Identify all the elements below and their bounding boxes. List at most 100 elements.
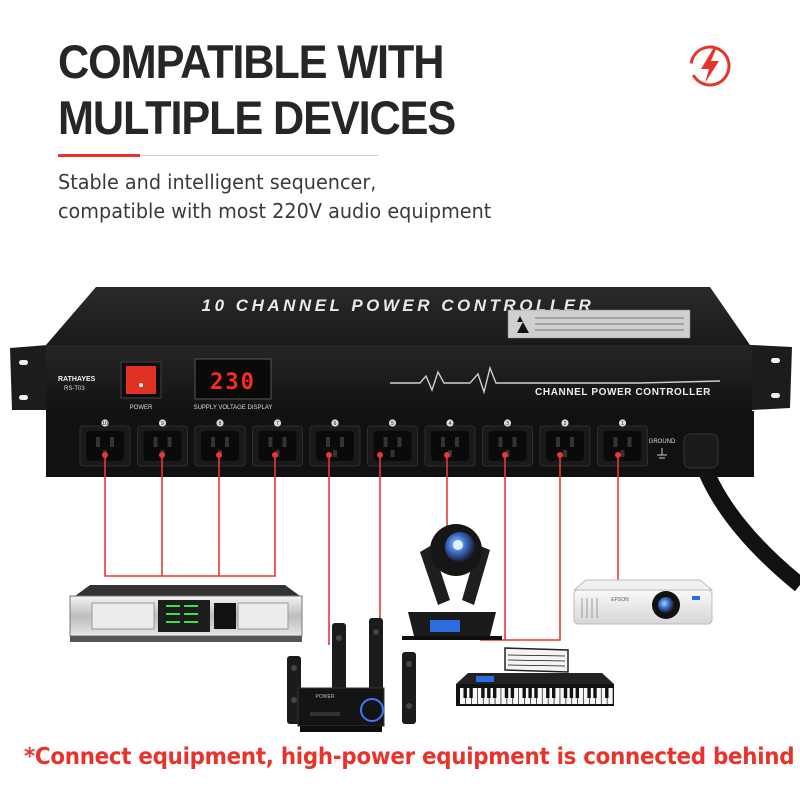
power-label: POWER (130, 405, 153, 411)
white-key (589, 688, 595, 704)
white-key (572, 688, 578, 704)
white-key (542, 688, 548, 704)
outlet-number-badge (216, 419, 224, 427)
white-key (536, 688, 542, 704)
outlet-number-badge (388, 419, 397, 427)
power-outlet[interactable]: 8 (194, 419, 246, 467)
title-divider (58, 155, 378, 156)
headline-line-1: COMPATIBLE WITH (58, 35, 444, 88)
keyboard-connection-line (480, 455, 561, 641)
power-outlet[interactable]: 2 (539, 419, 591, 467)
amplifier-connection-line (104, 455, 276, 577)
outlet-number-badge (561, 419, 569, 427)
black-key (575, 688, 579, 698)
white-key (465, 688, 472, 704)
ground-icon (657, 448, 667, 459)
keyboard-keys (460, 688, 613, 704)
waveform-icon (390, 365, 721, 395)
black-key (534, 688, 538, 698)
white-key (595, 688, 601, 704)
outlet-number: 10 (102, 421, 108, 427)
left-rack-ear (10, 345, 48, 410)
projector: EPSON (572, 579, 714, 625)
subtitle: Stable and intelligent sequencer, compat… (58, 168, 491, 226)
power-outlet[interactable]: 4 (424, 419, 476, 467)
white-key (583, 688, 590, 704)
white-key (483, 688, 489, 704)
model-label: RS-T03 (64, 386, 85, 392)
footnote: *Connect equipment, high-power equipment… (24, 744, 795, 770)
white-key (548, 688, 554, 704)
headline-line-2: MULTIPLE DEVICES (58, 91, 456, 144)
black-key (528, 688, 532, 698)
controller-top-title: 10 CHANNEL POWER CONTROLLER (202, 296, 595, 315)
ground-label: GROUND (649, 439, 676, 445)
power-outlet[interactable]: 9 (137, 419, 188, 467)
outlet-number: 9 (161, 421, 164, 427)
outlet-number-badge (273, 419, 282, 427)
black-key (546, 688, 550, 698)
lightning-bolt-icon (689, 45, 731, 87)
electronic-keyboard (456, 647, 614, 706)
outlet-number: 7 (276, 421, 279, 427)
cord-gland (683, 433, 719, 469)
outlet-number-badge (618, 419, 627, 427)
power-outlet[interactable]: 1 (597, 419, 648, 467)
outlet-number: 4 (449, 421, 452, 427)
white-key (554, 688, 560, 704)
subtitle-line-1: Stable and intelligent sequencer, (58, 170, 377, 194)
speaker-panel-label: POWER (316, 694, 335, 700)
white-key (524, 688, 531, 704)
white-key (530, 688, 536, 704)
white-key (513, 688, 519, 704)
outlet-number-badge (446, 419, 454, 427)
black-key (522, 688, 526, 698)
white-key (560, 688, 566, 704)
connection-lines (104, 455, 619, 645)
outlet-number: 6 (334, 421, 337, 427)
power-indicator-icon (139, 383, 143, 387)
white-key (501, 688, 507, 704)
black-key (463, 688, 467, 698)
power-outlet[interactable]: 7 (252, 419, 303, 467)
brand-label: RATHAYES (58, 376, 96, 383)
black-key (493, 688, 497, 698)
power-cord (692, 452, 800, 592)
white-key (471, 688, 477, 704)
power-amplifier (69, 585, 303, 642)
outlet-number: 2 (564, 421, 567, 427)
black-key (510, 688, 515, 698)
projector-brand: EPSON (611, 597, 629, 603)
power-controller: 10 CHANNEL POWER CONTROLLER RATHAYES RS-… (10, 287, 800, 592)
title-divider-accent (58, 154, 140, 157)
black-key (563, 688, 568, 698)
black-key (504, 688, 509, 698)
controller-front-panel (46, 345, 752, 411)
white-key (601, 688, 607, 704)
black-key (587, 688, 591, 698)
black-key (481, 688, 485, 698)
speaker-system: POWER (287, 618, 416, 732)
white-key (519, 688, 525, 704)
white-key (607, 688, 613, 704)
power-outlet[interactable]: 10 (79, 419, 131, 467)
voltage-display: 230 (210, 370, 256, 395)
black-key (605, 688, 609, 698)
power-outlet[interactable]: 5 (367, 419, 418, 467)
panel-label: CHANNEL POWER CONTROLLER (535, 387, 711, 398)
headline: COMPATIBLE WITH MULTIPLE DEVICES (58, 34, 456, 146)
outlet-number-badge (503, 419, 512, 427)
right-rack-ear (752, 345, 792, 410)
white-key (566, 688, 572, 704)
outlet-number: 3 (506, 421, 509, 427)
outlet-number: 1 (621, 421, 624, 427)
white-key (578, 688, 584, 704)
white-key (460, 688, 466, 704)
outlet-number-badge (101, 419, 109, 427)
power-outlet[interactable]: 3 (482, 419, 533, 467)
power-switch[interactable] (126, 366, 156, 394)
subtitle-line-2: compatible with most 220V audio equipmen… (58, 199, 492, 223)
power-outlet[interactable]: 6 (309, 419, 361, 467)
black-key (593, 688, 597, 698)
